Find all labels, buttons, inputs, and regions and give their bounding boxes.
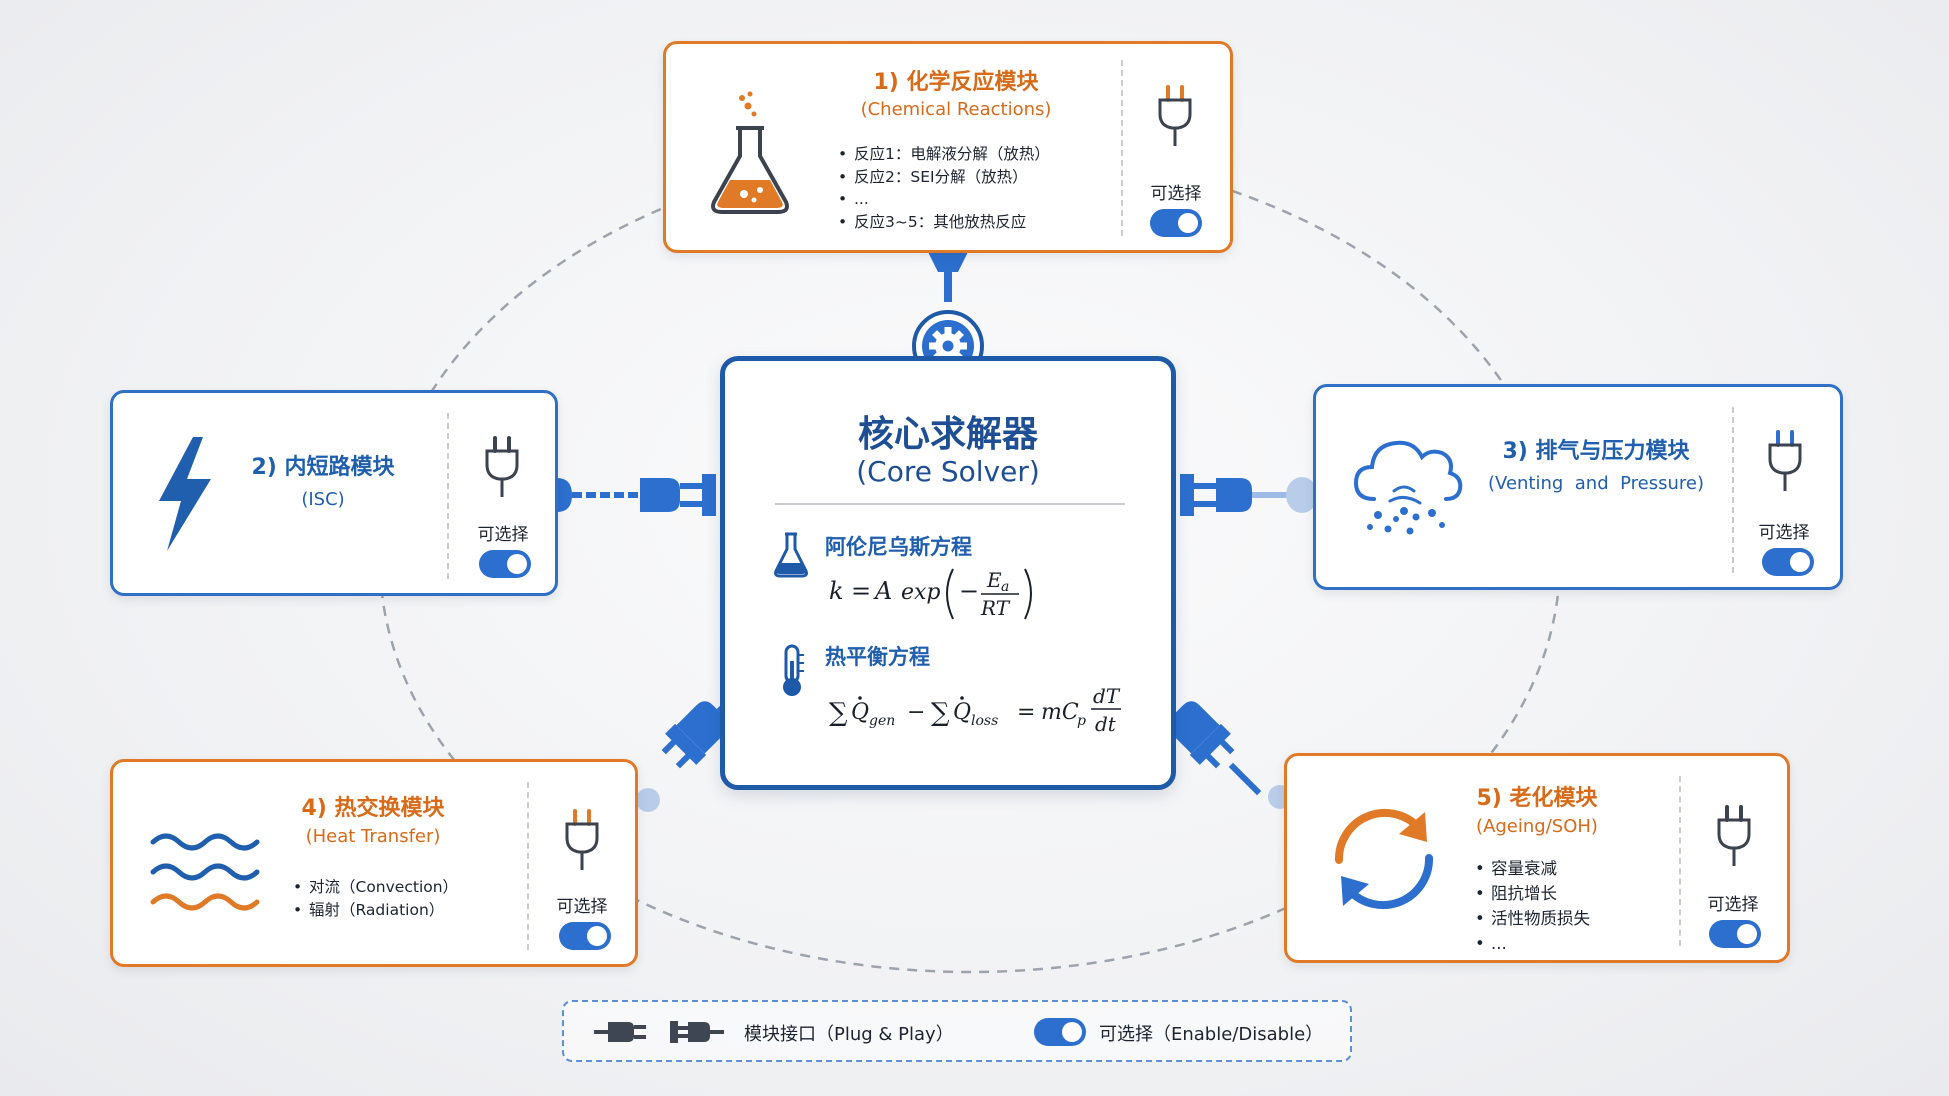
isc-optional-label: 可选择 (477, 525, 529, 545)
cloud-pressure-icon (1353, 440, 1463, 535)
isc-title: 2) 内短路模块 (251, 455, 395, 480)
heat-mode-list: 对流（Convection） 辐射（Radiation） (293, 876, 458, 921)
list-item: 对流（Convection） (293, 876, 458, 899)
svg-text:=: = (1017, 700, 1035, 725)
chem-optional-label: 可选择 (1150, 184, 1202, 204)
plug-icon (640, 474, 716, 516)
ageing-effect-list: 容量衰减 阻抗增长 活性物质损失 ... (1475, 856, 1590, 956)
core-title: 核心求解器 (857, 414, 1038, 455)
legend-toggle-label: 可选择（Enable/Disable） (1099, 1024, 1324, 1045)
thermometer-icon (783, 644, 804, 696)
isc-subtitle: (ISC) (301, 489, 345, 510)
list-item: ... (838, 188, 1050, 211)
svg-text:k: k (829, 577, 844, 605)
cycle-arrows-icon (1334, 808, 1434, 910)
ageing-enable-toggle[interactable] (1709, 920, 1761, 948)
svg-text:exp: exp (901, 580, 941, 605)
heat-balance-title: 热平衡方程 (825, 645, 930, 669)
svg-text:−: − (907, 700, 925, 725)
list-item: 活性物质损失 (1475, 906, 1590, 931)
list-item: 反应2：SEI分解（放热） (838, 166, 1050, 189)
waves-icon (150, 833, 260, 911)
list-item: 反应3~5：其他放热反应 (838, 211, 1050, 234)
svg-text:Q: Q (953, 700, 971, 725)
plug-icon (485, 436, 519, 497)
svg-text:RT: RT (980, 596, 1011, 620)
isc-module-card: 2) 内短路模块 (ISC) 可选择 (110, 390, 558, 596)
isc-separator (447, 413, 449, 579)
core-solver-card: 核心求解器 (Core Solver) 阿伦尼乌斯方程 k = A exp − … (720, 356, 1176, 790)
plug-interface-icon (594, 1021, 724, 1043)
svg-text:a: a (1001, 579, 1009, 595)
flask-icon (711, 91, 789, 214)
plug-icon (565, 809, 599, 870)
chem-subtitle: (Chemical Reactions) (860, 99, 1052, 120)
heat-optional-label: 可选择 (556, 897, 608, 917)
ageing-optional-label: 可选择 (1707, 895, 1759, 915)
list-item: ... (1475, 931, 1590, 956)
chem-title: 1) 化学反应模块 (873, 70, 1039, 95)
heat-subtitle: (Heat Transfer) (305, 826, 441, 847)
svg-text:=: = (851, 577, 871, 605)
ageing-module-card: 5) 老化模块 (Ageing/SOH) 容量衰减 阻抗增长 活性物质损失 ..… (1284, 753, 1790, 963)
venting-enable-toggle[interactable] (1762, 548, 1814, 576)
isc-enable-toggle[interactable] (479, 550, 531, 578)
chem-separator (1121, 60, 1123, 236)
core-divider (775, 503, 1125, 505)
arrhenius-formula: k = A exp − E a RT (829, 561, 1049, 620)
chem-module-card: 1) 化学反应模块 (Chemical Reactions) 反应1：电解液分解… (663, 41, 1233, 253)
svg-text:−: − (959, 577, 979, 605)
legend-toggle-sample (1034, 1018, 1086, 1046)
ageing-separator (1679, 776, 1681, 946)
plug-icon (1768, 430, 1802, 491)
svg-text:mC: mC (1041, 700, 1079, 725)
venting-separator (1732, 407, 1734, 573)
lightning-icon (159, 437, 211, 551)
list-item: 容量衰减 (1475, 856, 1590, 881)
chem-reaction-list: 反应1：电解液分解（放热） 反应2：SEI分解（放热） ... 反应3~5：其他… (838, 143, 1050, 233)
plug-icon (1158, 85, 1192, 146)
venting-connector (1180, 474, 1318, 516)
venting-optional-label: 可选择 (1758, 523, 1810, 543)
legend-plug-label: 模块接口（Plug & Play） (744, 1024, 954, 1045)
ageing-connector (1167, 701, 1292, 809)
list-item: 阻抗增长 (1475, 881, 1590, 906)
venting-title: 3) 排气与压力模块 (1502, 439, 1690, 464)
svg-text:A: A (873, 577, 892, 605)
heat-enable-toggle[interactable] (559, 922, 611, 950)
svg-text:Q: Q (851, 700, 869, 725)
venting-module-card: 3) 排气与压力模块 (Venting and Pressure) 可选择 (1313, 384, 1843, 590)
ageing-subtitle: (Ageing/SOH) (1476, 816, 1598, 837)
svg-text:dT: dT (1093, 684, 1121, 708)
isc-connector (557, 474, 716, 516)
list-item: 反应1：电解液分解（放热） (838, 143, 1050, 166)
list-item: 辐射（Radiation） (293, 899, 458, 922)
core-subtitle: (Core Solver) (856, 455, 1040, 488)
heat-balance-formula: ∑ Q gen − ∑ Q loss = mC p dT dt (829, 677, 1149, 749)
svg-text:∑: ∑ (931, 698, 950, 728)
heat-separator (527, 782, 529, 950)
svg-text:gen: gen (869, 713, 895, 729)
plug-icon (1717, 805, 1751, 866)
venting-subtitle: (Venting and Pressure) (1488, 473, 1704, 494)
svg-text:E: E (986, 568, 1002, 592)
svg-text:∑: ∑ (829, 698, 848, 728)
arrhenius-title: 阿伦尼乌斯方程 (825, 535, 972, 559)
ageing-title: 5) 老化模块 (1476, 786, 1598, 811)
svg-text:p: p (1077, 713, 1086, 729)
flask-icon (774, 532, 808, 578)
heat-title: 4) 热交换模块 (301, 796, 445, 821)
heat-module-card: 4) 热交换模块 (Heat Transfer) 对流（Convection） … (110, 759, 638, 967)
svg-text:dt: dt (1095, 712, 1117, 736)
svg-text:loss: loss (971, 713, 998, 729)
chem-enable-toggle[interactable] (1150, 209, 1202, 237)
legend: 模块接口（Plug & Play） 可选择（Enable/Disable） (562, 1000, 1352, 1062)
